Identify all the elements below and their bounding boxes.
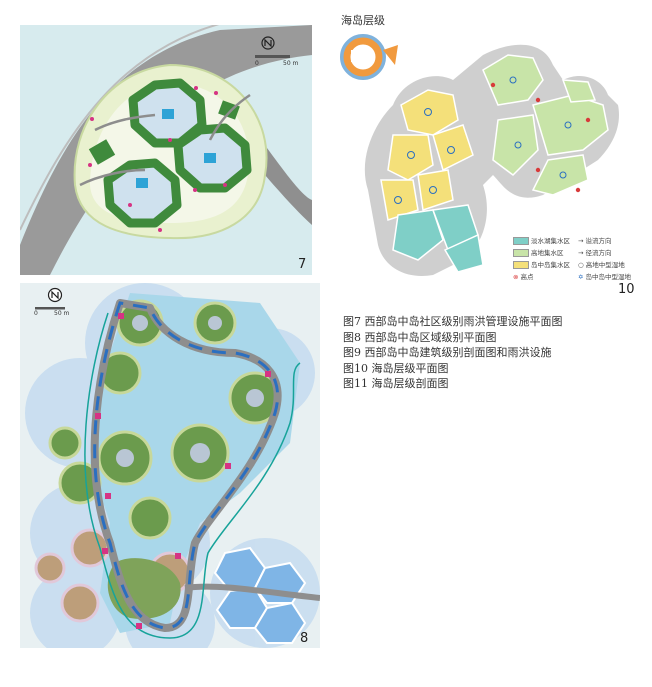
figure-10-panel: 海岛层级 — [333, 10, 645, 300]
scale-bar — [35, 307, 65, 310]
caption-fig7: 图7 西部岛中岛社区级别雨洪管理设施平面图 — [343, 315, 563, 328]
caption-fig10: 图10 海岛层级平面图 — [343, 361, 449, 375]
legend-highland-wetland-label: 高地中型湿地 — [585, 261, 625, 269]
legend-island-wetland: ✡ 岛中岛中型湿地 — [578, 271, 631, 281]
legend-path-label: 径流方向 — [585, 249, 612, 257]
green-block-left — [88, 139, 116, 165]
scale-label: 50 m — [54, 310, 70, 317]
road-loop-blue — [93, 301, 280, 630]
grey-inner-lakes — [116, 315, 264, 467]
island-blocks — [380, 89, 474, 221]
legend-high-point: ⊗ 高点 — [513, 271, 534, 281]
scale-bar — [255, 55, 290, 58]
star-icon: ✡ — [578, 273, 586, 281]
legend-island-label: 岛中岛集水区 — [531, 261, 570, 269]
figure-title: 海岛层级 — [341, 14, 385, 27]
figure-7-panel: 0 50 m 7 — [20, 25, 312, 275]
caption-fig9: 图9 西部岛中岛建筑级别剖面图和雨洪设施 — [343, 346, 552, 359]
legend-highland-wetland: ○ 高地中型湿地 — [578, 259, 625, 269]
legend-island-wetland-label: 岛中岛中型湿地 — [585, 273, 632, 281]
figure-7-map — [20, 25, 312, 275]
flow-line — [84, 312, 301, 639]
arrow-icon: → — [578, 237, 586, 245]
legend-island: 岛中岛集水区 — [513, 259, 570, 269]
legend-runoff-label: 溢流方向 — [585, 237, 612, 245]
figure-number: 7 — [298, 257, 307, 272]
green-block-right — [218, 100, 240, 120]
legend-highland-label: 高地集水区 — [531, 249, 564, 257]
scale-label: 50 m — [283, 60, 299, 67]
path-c — [79, 168, 146, 187]
swatch-teal — [513, 237, 529, 245]
arrow-icon: → — [578, 249, 586, 257]
legend-path: → 径流方向 — [578, 247, 612, 257]
cluster-right — [173, 123, 252, 193]
caption-list: 图7 西部岛中岛社区级别雨洪管理设施平面图 图8 西部岛中岛区域级别平面图 图9… — [343, 314, 623, 392]
pink-nodes — [88, 86, 227, 232]
legend-freshwater: 淡水湖集水区 — [513, 235, 570, 245]
north-arrow-icon — [47, 287, 63, 303]
swatch-yellow — [513, 261, 529, 269]
high-point-icon: ⊗ — [513, 273, 521, 281]
figure-10-map — [340, 34, 619, 276]
road-east — [184, 583, 320, 601]
swatch-green — [513, 249, 529, 257]
caption-fig8: 图8 西部岛中岛区域级别平面图 — [343, 330, 497, 344]
cluster-left — [103, 158, 182, 228]
path-b — [208, 93, 251, 141]
figure-number: 8 — [300, 631, 309, 646]
scale-zero: 0 — [34, 310, 38, 317]
north-arrow-icon — [261, 36, 275, 50]
legend-high-point-label: 高点 — [520, 273, 534, 281]
legend-highland: 高地集水区 — [513, 247, 564, 257]
freshwater-blocks — [392, 204, 484, 273]
figure-number: 10 — [618, 282, 635, 297]
wetland-markers — [394, 76, 572, 204]
path-a — [94, 113, 156, 132]
figure-8-panel: 0 50 m 8 — [20, 283, 320, 648]
high-points — [490, 82, 591, 193]
pink-nodes — [95, 313, 271, 629]
inset-ring — [340, 34, 398, 80]
scale-zero: 0 — [255, 60, 259, 67]
figure-8-map — [20, 283, 320, 648]
wetland-icon: ○ — [578, 261, 586, 269]
road-edge — [20, 25, 220, 231]
caption-fig11: 图11 海岛层级剖面图 — [343, 377, 449, 390]
legend-freshwater-label: 淡水湖集水区 — [531, 237, 570, 245]
green-lake — [107, 558, 181, 619]
legend-runoff: → 溢流方向 — [578, 235, 612, 245]
